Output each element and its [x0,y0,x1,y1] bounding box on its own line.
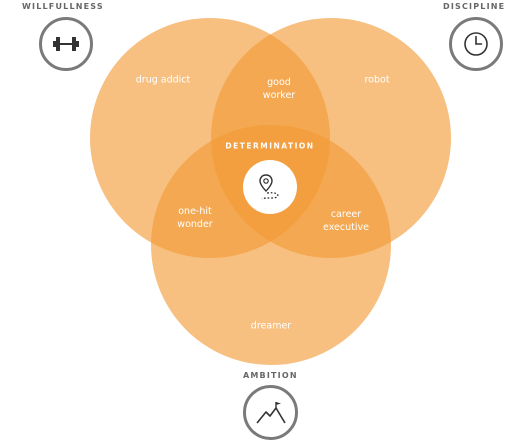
career-executive-line-2: executive [323,222,369,233]
ambition-caption: AMBITION [243,371,298,380]
ambition-badge [243,385,298,440]
map-pin-path-icon [259,174,279,200]
clock-icon [464,32,488,56]
one-hit-wonder-label: one-hit wonder [177,205,212,231]
discipline-caption: DISCIPLINE [443,2,506,11]
dreamer-label: dreamer [250,320,292,332]
career-executive-label: career executive [323,208,369,234]
mountain-flag-icon [255,401,286,424]
good-worker-line-2: worker [262,90,296,101]
willfullness-badge [39,17,93,71]
discipline-badge [449,17,503,71]
drug-addict-label: drug addict [135,74,191,86]
career-executive-line-1: career [330,209,362,220]
one-hit-wonder-line-1: one-hit [178,206,212,217]
robot-label: robot [364,74,390,86]
determination-label: DETERMINATION [225,141,315,151]
willfullness-caption: WILLFULLNESS [22,2,104,11]
good-worker-line-1: good [267,77,291,88]
good-worker-label: good worker [263,76,295,102]
determination-center [243,160,297,214]
dumbbell-icon [53,37,79,51]
ambition-circle [151,125,391,365]
one-hit-wonder-line-2: wonder [177,219,213,230]
